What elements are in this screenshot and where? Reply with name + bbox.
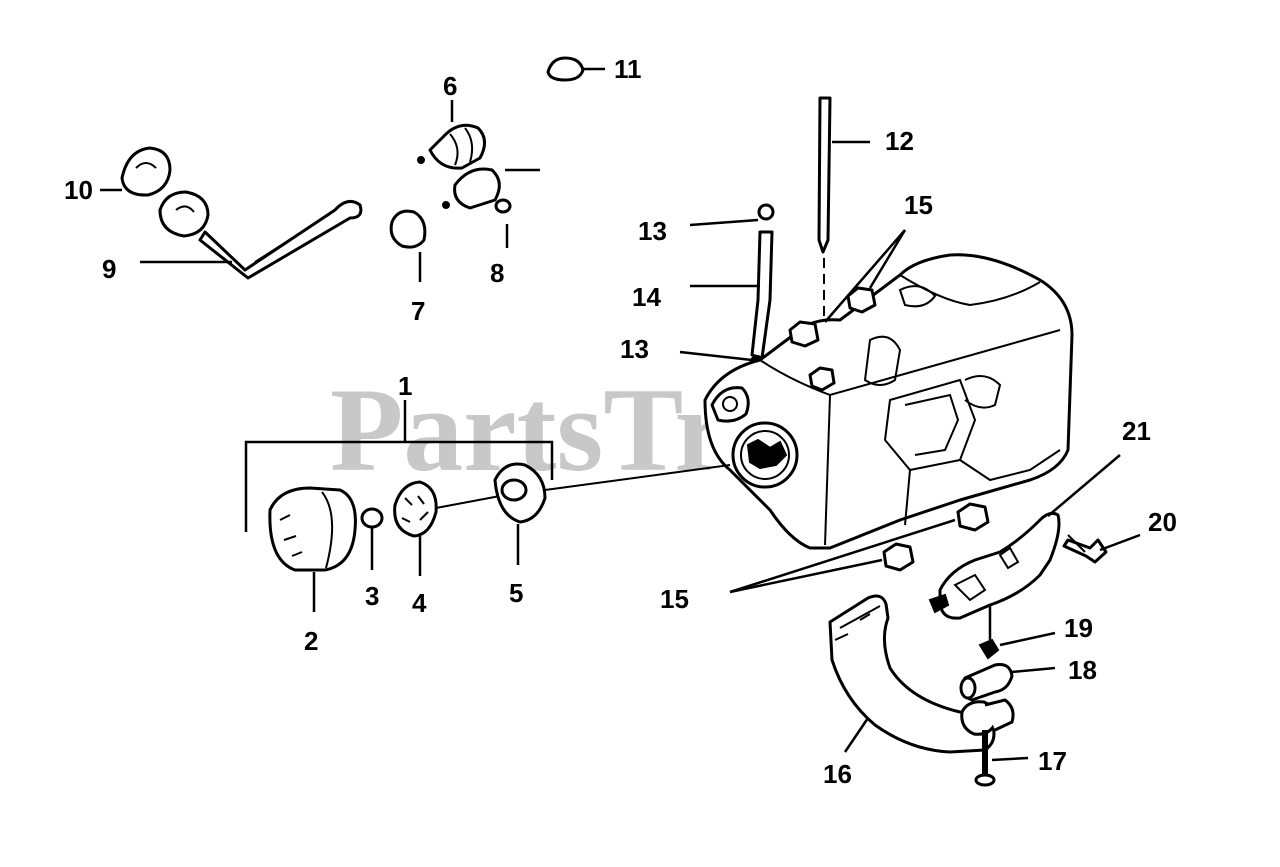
callout-13-bottom: 13 <box>620 334 649 364</box>
callout-14: 14 <box>632 282 661 312</box>
part-13-top <box>689 203 775 227</box>
callout-2: 2 <box>304 626 318 656</box>
callout-4: 4 <box>412 588 427 618</box>
part-3-ring <box>360 507 384 570</box>
part-8-fitting <box>442 167 540 248</box>
part-20-screw <box>1062 533 1141 564</box>
part-12-rod <box>817 96 870 370</box>
fuel-tank <box>703 253 1074 550</box>
part-14-hose <box>690 230 774 360</box>
part-7-cap <box>389 209 427 282</box>
callout-12: 12 <box>885 126 914 156</box>
callout-15-top: 15 <box>904 190 933 220</box>
part-15-bottom-grommets <box>729 502 990 594</box>
part-4-gasket <box>393 480 501 576</box>
callout-1: 1 <box>398 371 412 401</box>
part-11-cap <box>546 56 605 82</box>
part-19-nut <box>978 631 1056 660</box>
callout-5: 5 <box>509 578 523 608</box>
part-1-bracket <box>244 400 554 532</box>
callout-10: 10 <box>64 175 93 205</box>
part-9-fuel-line <box>140 190 363 280</box>
callout-16: 16 <box>823 759 852 789</box>
part-15-top-leaders <box>824 229 907 323</box>
callout-8: 8 <box>490 258 504 288</box>
callout-9: 9 <box>102 254 116 284</box>
callout-21: 21 <box>1122 416 1151 446</box>
callout-13-top: 13 <box>638 216 667 246</box>
callout-15-bottom: 15 <box>660 584 689 614</box>
part-17-bolt <box>974 730 1029 787</box>
callout-11: 11 <box>614 54 642 84</box>
part-21-bracket <box>928 454 1121 640</box>
callout-20: 20 <box>1148 507 1177 537</box>
callout-18: 18 <box>1068 655 1097 685</box>
part-10-grommet <box>100 146 172 197</box>
part-5-adapter <box>493 462 731 565</box>
callout-19: 19 <box>1064 613 1093 643</box>
part-18-clamp <box>959 663 1056 702</box>
callout-17: 17 <box>1038 746 1067 776</box>
part-2-cap <box>268 486 357 612</box>
part-6-filter <box>417 100 486 170</box>
callout-7: 7 <box>411 296 425 326</box>
callout-6: 6 <box>443 71 457 101</box>
part-16-handle <box>828 594 1015 754</box>
callout-3: 3 <box>365 581 379 611</box>
